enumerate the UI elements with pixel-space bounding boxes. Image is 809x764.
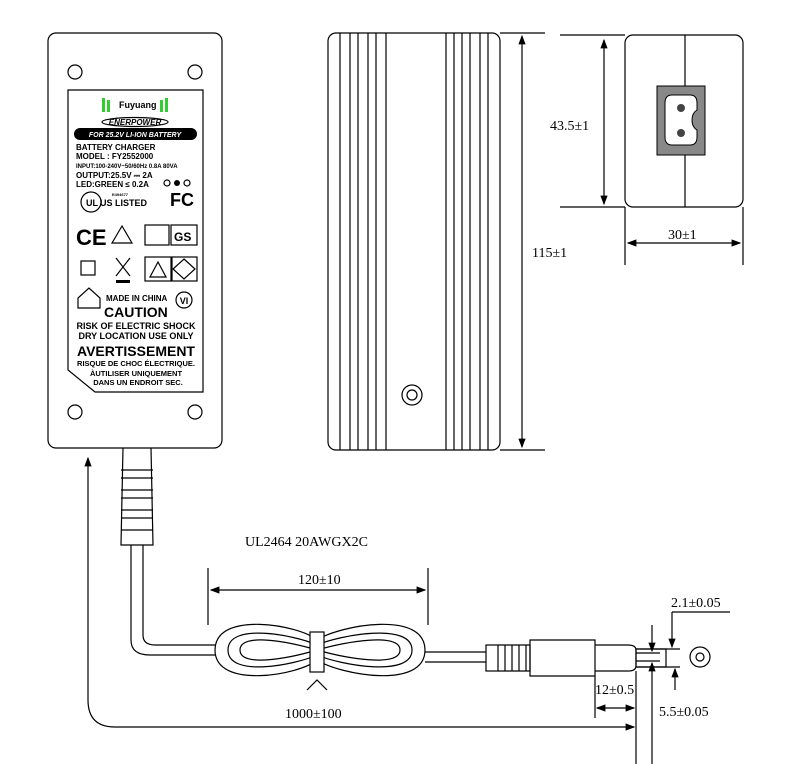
- caution-heading: CAUTION: [104, 304, 168, 320]
- rcm-mark: [110, 224, 134, 244]
- charger-end-view: [560, 34, 744, 265]
- efficiency-mark: VI: [180, 296, 189, 306]
- brand-name: Fuyuang: [119, 100, 157, 110]
- label-line: INPUT:100-240V~50/60Hz 0.8A 80VA: [76, 164, 178, 170]
- label-line: BATTERY CHARGER: [76, 143, 156, 152]
- charger-front-view: Fuyuang ENERPOWER FOR 25.2V LI-ION BATTE…: [47, 32, 223, 546]
- caution-line: RISK OF ELECTRIC SHOCK: [76, 321, 196, 331]
- gs-mark: [170, 224, 198, 246]
- sub-brand: ENERPOWER: [109, 118, 162, 127]
- label-line: OUTPUT:25.5V ⎓ 2A: [76, 171, 153, 180]
- cable-spec: UL2464 20AWGX2C: [245, 535, 368, 550]
- label-line: LED:GREEN ≤ 0.2A: [76, 180, 149, 189]
- weee-icon: [115, 257, 131, 283]
- ce-mark: CE: [76, 225, 107, 250]
- cable: [130, 545, 486, 691]
- depth-dimension: 30±1: [668, 228, 697, 243]
- cert-mark: [144, 224, 170, 246]
- avertissement-heading: AVERTISSEMENT: [77, 343, 195, 359]
- charger-side-view: [327, 32, 545, 451]
- ul-number: E494677: [112, 192, 129, 197]
- cable-length-dimension: 1000±100: [285, 707, 342, 722]
- svg-text:UL: UL: [86, 198, 98, 208]
- ul-listed-text: US LISTED: [100, 198, 148, 208]
- svg-text:GS: GS: [174, 230, 191, 244]
- dc-plug: [485, 639, 711, 677]
- indoor-use-icon: [77, 287, 101, 309]
- coil-length-dimension: 120±10: [298, 573, 341, 588]
- french-line: ÀUTILISER UNIQUEMENT: [90, 369, 183, 378]
- plug-length-dimension: 12±0.5: [595, 683, 634, 698]
- ul-logo: [80, 191, 102, 213]
- french-line: RISQUE DE CHOC ÉLECTRIQUE.: [77, 359, 195, 368]
- inner-diameter-dimension: 2.1±0.05: [671, 596, 721, 611]
- fcc-logo: FC: [170, 190, 194, 210]
- polarity-icon: [163, 179, 191, 187]
- label-line: MODEL : FY2552000: [76, 152, 154, 161]
- made-in: MADE IN CHINA: [106, 294, 168, 303]
- brand-logo: Fuyuang ENERPOWER: [101, 98, 169, 128]
- product-label: Fuyuang ENERPOWER FOR 25.2V LI-ION BATTE…: [74, 98, 198, 387]
- outer-diameter-dimension: 5.5±0.05: [659, 705, 709, 720]
- caution-line: DRY LOCATION USE ONLY: [78, 331, 193, 341]
- socket-height-dimension: 43.5±1: [550, 119, 589, 134]
- height-dimension: 115±1: [532, 246, 567, 261]
- french-line: DANS UN ENDROIT SEC.: [93, 378, 183, 387]
- double-insulation-icon: [80, 260, 96, 276]
- label-banner: FOR 25.2V LI-ION BATTERY: [89, 132, 183, 139]
- strain-relief: [120, 447, 154, 546]
